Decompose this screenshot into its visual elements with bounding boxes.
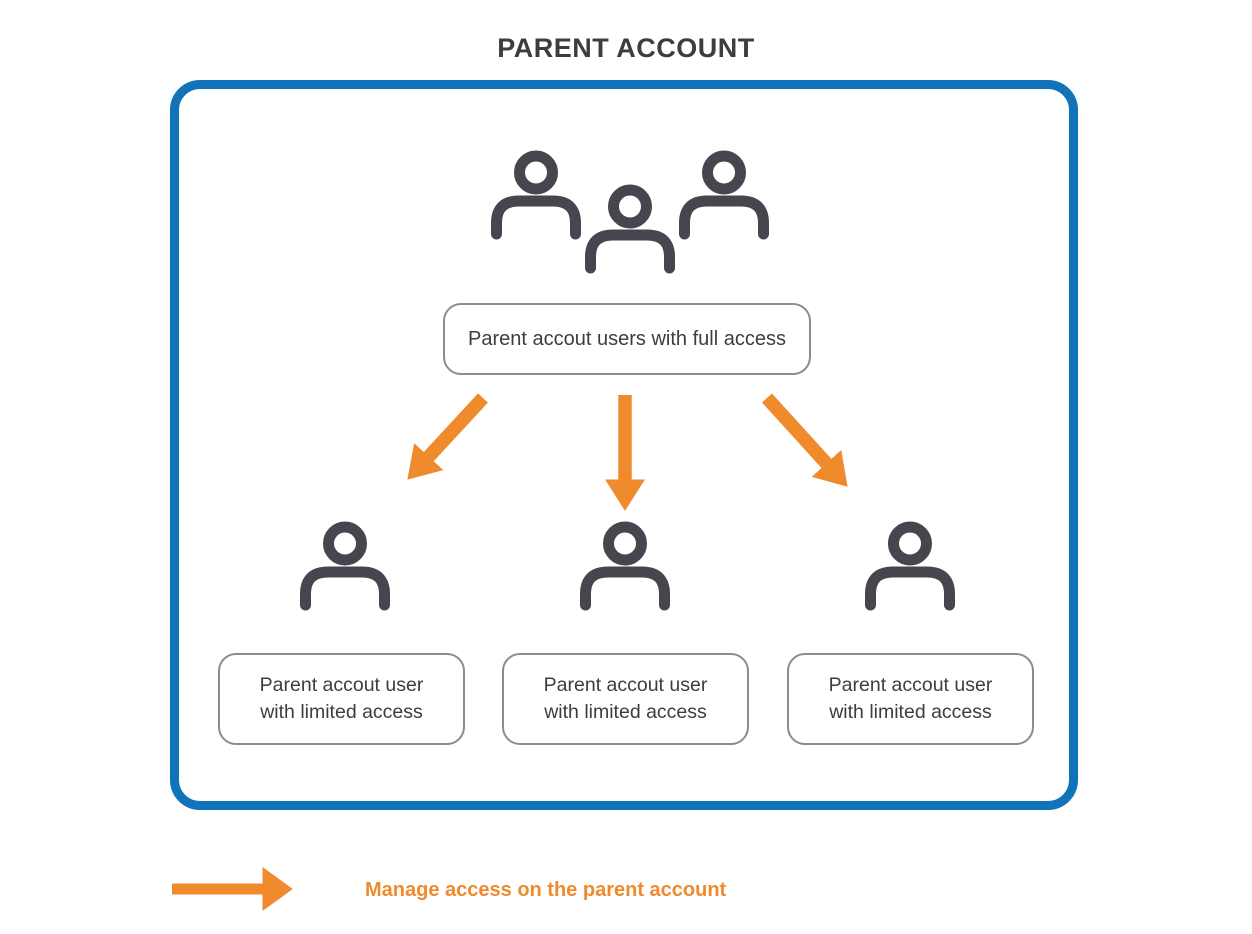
full-access-box: Parent accout users with full access xyxy=(443,303,811,375)
arrow-down-right-icon xyxy=(762,393,848,487)
users-group-icon xyxy=(490,150,770,276)
legend-label: Manage access on the parent account xyxy=(365,879,727,901)
full-access-label: Parent accout users with full access xyxy=(468,327,786,350)
limited-access-label-line1: Parent accout user xyxy=(828,674,993,697)
arrow-down-left-icon xyxy=(407,393,488,480)
arrow-down-icon xyxy=(605,395,645,511)
user-icon xyxy=(864,521,956,613)
manage-access-arrows xyxy=(407,393,848,511)
limited-access-label-line2: with limited access xyxy=(544,701,707,723)
diagram-title: PARENT ACCOUNT xyxy=(497,33,755,63)
limited-access-box: Parent accout user with limited access xyxy=(218,653,465,745)
limited-access-label-line1: Parent accout user xyxy=(259,674,424,697)
limited-access-label-line1: Parent accout user xyxy=(543,674,708,697)
limited-access-box: Parent accout user with limited access xyxy=(787,653,1034,745)
limited-access-box: Parent accout user with limited access xyxy=(502,653,749,745)
limited-access-label-line2: with limited access xyxy=(260,701,423,723)
user-icon xyxy=(579,521,671,613)
user-icon xyxy=(299,521,391,613)
limited-access-label-line2: with limited access xyxy=(829,701,992,723)
arrow-right-icon xyxy=(172,867,293,911)
